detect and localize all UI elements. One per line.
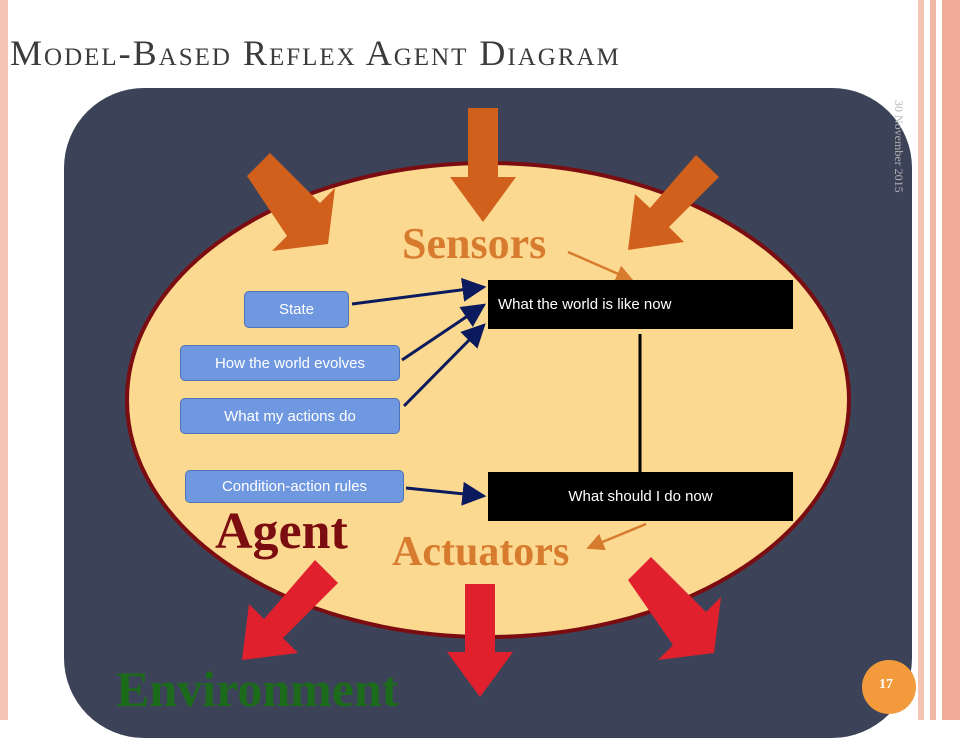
slide-title: Model-Based Reflex Agent Diagram	[10, 33, 621, 73]
border-stripe	[930, 0, 936, 720]
action-now-box: What should I do now	[488, 472, 793, 521]
sensor-arrow-left	[247, 153, 335, 251]
sensors-pointer	[567, 250, 634, 282]
world-evolves-box: How the world evolves	[180, 345, 400, 381]
environment-label: Environment	[116, 661, 399, 717]
connector-world-evolves	[401, 303, 486, 362]
world-now-box: What the world is like now	[488, 280, 793, 329]
connector-state	[351, 277, 487, 306]
slide-date: 30 November 2015	[892, 100, 906, 193]
state-box: State	[244, 291, 349, 328]
border-stripe	[0, 0, 8, 720]
page-number: 17	[879, 677, 893, 692]
actuator-arrow-right	[628, 557, 721, 660]
page-number-badge	[862, 660, 916, 714]
actuator-arrow-left	[242, 560, 338, 660]
condition-action-rules-box: Condition-action rules	[185, 470, 404, 503]
sensor-arrow-center	[450, 108, 516, 222]
actuators-label: Actuators	[392, 529, 570, 575]
actuator-arrow-center	[447, 584, 513, 697]
border-stripe	[918, 0, 924, 720]
border-stripe	[942, 0, 960, 720]
actions-do-box: What my actions do	[180, 398, 400, 434]
connector-actions-do	[402, 323, 486, 408]
connector-rules	[405, 481, 487, 506]
agent-label: Agent	[215, 503, 348, 560]
actuators-pointer	[586, 522, 647, 551]
diagram-canvas	[125, 108, 851, 697]
sensor-arrow-right	[628, 155, 719, 250]
sensors-label: Sensors	[402, 219, 547, 268]
